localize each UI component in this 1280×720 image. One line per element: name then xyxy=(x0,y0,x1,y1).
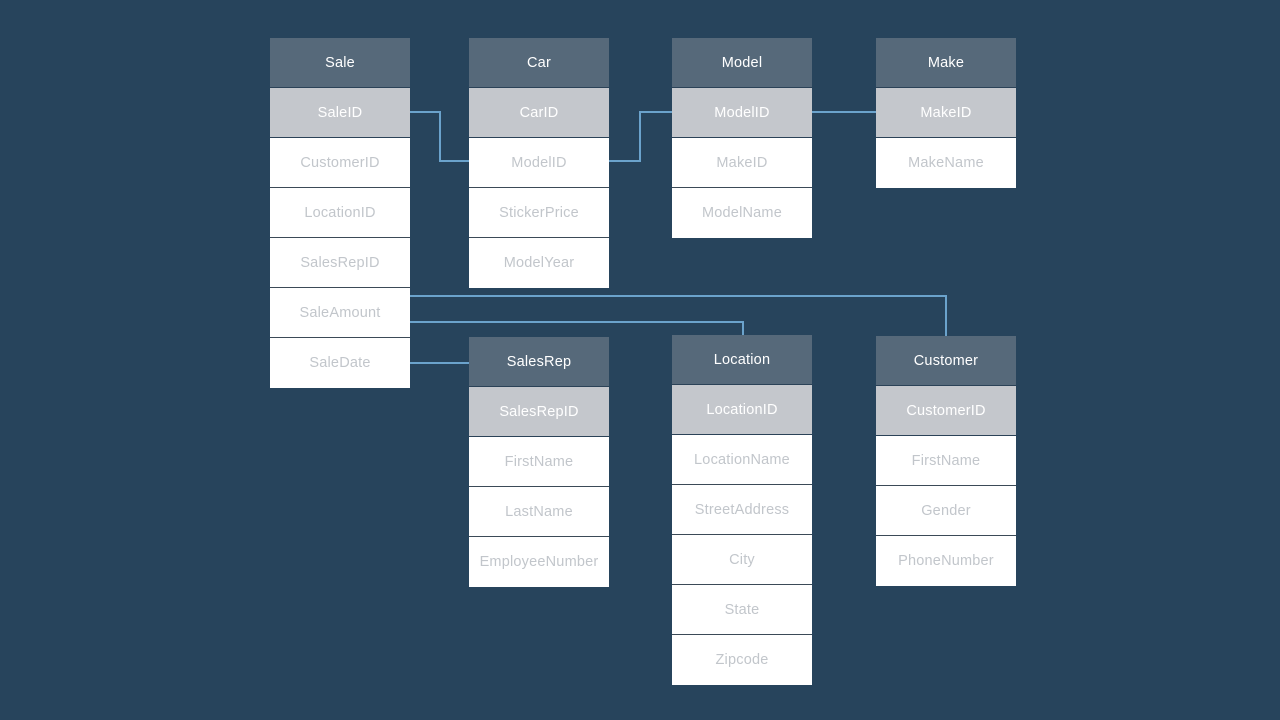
entity-table-title-location: Location xyxy=(672,335,812,385)
field-car-1[interactable]: ModelID xyxy=(469,138,609,188)
entity-table-title-car: Car xyxy=(469,38,609,88)
field-customer-1[interactable]: FirstName xyxy=(876,436,1016,486)
field-make-1[interactable]: MakeName xyxy=(876,138,1016,188)
field-sale-3[interactable]: SalesRepID xyxy=(270,238,410,288)
field-salesrep-2[interactable]: LastName xyxy=(469,487,609,537)
field-customer-3[interactable]: PhoneNumber xyxy=(876,536,1016,586)
primary-key-field-location-0[interactable]: LocationID xyxy=(672,385,812,435)
field-model-1[interactable]: MakeID xyxy=(672,138,812,188)
primary-key-field-customer-0[interactable]: CustomerID xyxy=(876,386,1016,436)
field-car-3[interactable]: ModelYear xyxy=(469,238,609,288)
primary-key-field-model-0[interactable]: ModelID xyxy=(672,88,812,138)
field-sale-2[interactable]: LocationID xyxy=(270,188,410,238)
primary-key-field-car-0[interactable]: CarID xyxy=(469,88,609,138)
entity-table-title-model: Model xyxy=(672,38,812,88)
field-location-2[interactable]: StreetAddress xyxy=(672,485,812,535)
field-sale-4[interactable]: SaleAmount xyxy=(270,288,410,338)
primary-key-field-salesrep-0[interactable]: SalesRepID xyxy=(469,387,609,437)
field-salesrep-3[interactable]: EmployeeNumber xyxy=(469,537,609,587)
primary-key-field-sale-0[interactable]: SaleID xyxy=(270,88,410,138)
field-location-3[interactable]: City xyxy=(672,535,812,585)
field-car-2[interactable]: StickerPrice xyxy=(469,188,609,238)
entity-table-title-salesrep: SalesRep xyxy=(469,337,609,387)
field-location-4[interactable]: State xyxy=(672,585,812,635)
field-customer-2[interactable]: Gender xyxy=(876,486,1016,536)
entity-table-title-customer: Customer xyxy=(876,336,1016,386)
field-model-2[interactable]: ModelName xyxy=(672,188,812,238)
field-location-1[interactable]: LocationName xyxy=(672,435,812,485)
field-sale-1[interactable]: CustomerID xyxy=(270,138,410,188)
field-location-5[interactable]: Zipcode xyxy=(672,635,812,685)
primary-key-field-make-0[interactable]: MakeID xyxy=(876,88,1016,138)
entity-table-title-sale: Sale xyxy=(270,38,410,88)
field-salesrep-1[interactable]: FirstName xyxy=(469,437,609,487)
entity-table-title-make: Make xyxy=(876,38,1016,88)
field-sale-5[interactable]: SaleDate xyxy=(270,338,410,388)
